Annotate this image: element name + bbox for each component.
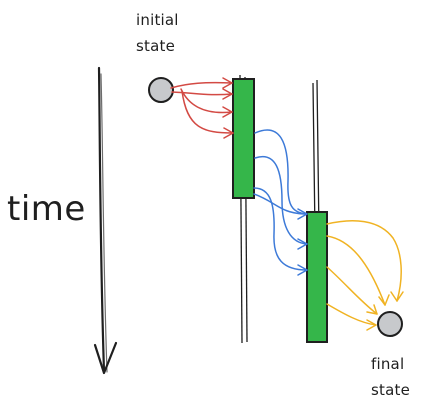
red-arrow-1 bbox=[170, 81, 233, 89]
initial-state-label-line2: state bbox=[136, 37, 175, 55]
yellow-arrow-1-head-icon bbox=[390, 291, 404, 302]
red-arrow-3 bbox=[180, 88, 233, 114]
time-axis bbox=[93, 66, 118, 375]
red-arrow-1-head-icon bbox=[222, 77, 233, 89]
process-2-bar bbox=[306, 211, 328, 343]
time-arrowhead-icon bbox=[93, 341, 118, 375]
yellow-arrow-4-head-icon bbox=[366, 319, 377, 331]
red-arrow-4-head-icon bbox=[223, 127, 234, 139]
blue-arrow-3-head-icon bbox=[297, 264, 308, 276]
time-axis-line-sketch bbox=[100, 73, 108, 373]
yellow-arrow-1 bbox=[326, 219, 402, 302]
red-transition-arrows bbox=[170, 77, 234, 139]
state-nodes bbox=[148, 77, 403, 337]
yellow-arrow-2 bbox=[326, 235, 386, 306]
time-axis-line bbox=[97, 66, 106, 373]
blue-arrow-1-head-icon bbox=[297, 208, 308, 220]
yellow-arrow-3 bbox=[326, 266, 378, 315]
blue-arrow-2-head-icon bbox=[297, 238, 308, 250]
red-arrow-2 bbox=[171, 91, 233, 96]
red-arrow-4 bbox=[181, 90, 234, 134]
yellow-arrow-3-head-icon bbox=[366, 304, 378, 315]
initial-state-label-line1: initial bbox=[136, 11, 179, 29]
blue-arrow-2 bbox=[254, 155, 308, 245]
blue-transition-arrows bbox=[253, 129, 308, 276]
process-1-bar bbox=[232, 78, 255, 199]
yellow-arrow-4 bbox=[326, 303, 377, 326]
process-bars bbox=[232, 78, 328, 343]
yellow-transition-arrows bbox=[326, 219, 404, 331]
blue-arrow-4 bbox=[253, 193, 305, 215]
initial-state-node bbox=[148, 77, 174, 103]
yellow-arrow-2-head-icon bbox=[378, 294, 390, 306]
blue-arrow-3 bbox=[253, 187, 308, 271]
time-label: time bbox=[7, 189, 86, 229]
final-state-label-line1: final bbox=[371, 355, 404, 373]
red-arrow-2-head-icon bbox=[222, 88, 233, 100]
final-state-node bbox=[377, 311, 403, 337]
final-state-label-line2: state bbox=[371, 381, 410, 399]
blue-arrow-1 bbox=[254, 129, 308, 215]
red-arrow-3-head-icon bbox=[222, 106, 233, 118]
